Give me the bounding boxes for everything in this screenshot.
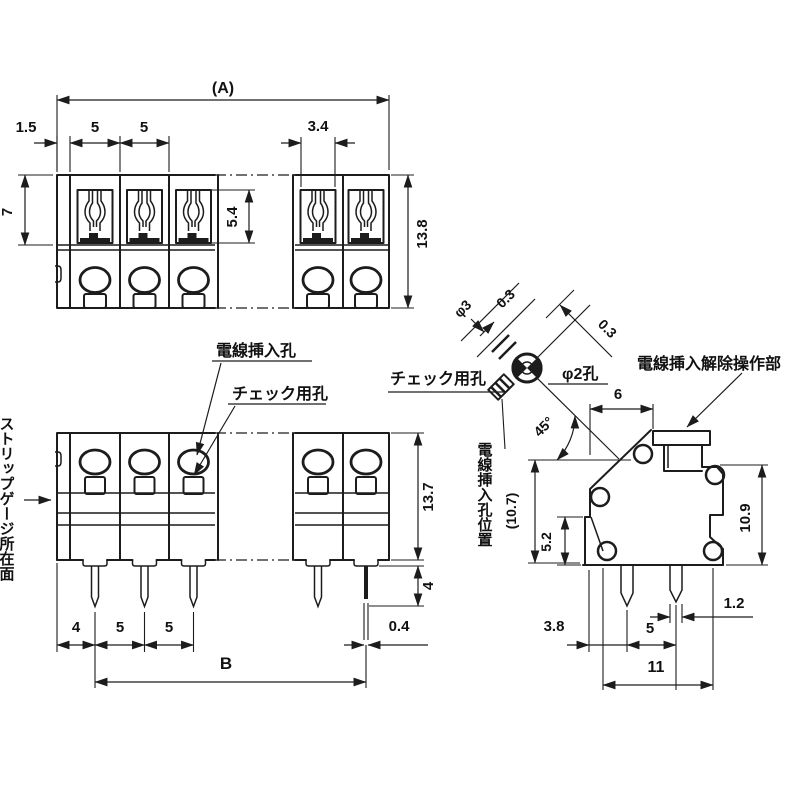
- dim-pitch-a: 5: [91, 119, 99, 136]
- side-notch: [55, 265, 62, 283]
- dim-hole-position-height: (10.7): [503, 493, 519, 530]
- body-hole: [702, 540, 724, 562]
- label-phi2-hole: φ2孔: [562, 365, 598, 383]
- dim-pin-offset: 4: [72, 619, 81, 636]
- front-view: (A) 1.5 5 5 3.4 7 5.4 13.8: [0, 80, 431, 310]
- dim-plan-height: 13.7: [420, 482, 437, 511]
- label-release-part: 電線挿入解除操作部: [637, 354, 781, 373]
- dim-boss-dia: φ3: [451, 296, 475, 320]
- dim-upper-height: 7: [0, 208, 16, 216]
- dim-edge-offset: 1.5: [16, 119, 37, 136]
- check-hole-symbol: [487, 373, 515, 401]
- release-button-cap: [652, 430, 711, 446]
- label-strip-gauge-face: ストリップゲージ所在面: [0, 416, 15, 582]
- dim-pin-thickness: 0.4: [389, 618, 411, 635]
- dim-side-pin-width: 1.2: [724, 595, 745, 612]
- dim-pin-span: B: [220, 654, 232, 673]
- dim-pitch-b: 5: [140, 119, 148, 136]
- dim-window-height: 5.4: [224, 206, 241, 228]
- label-check-hole-side: チェック用孔: [390, 370, 486, 388]
- dim-pin-length: 4: [420, 581, 437, 590]
- dim-chamfer-angle: 45°: [530, 413, 556, 439]
- dim-body-height: 10.9: [737, 503, 754, 532]
- body-hole: [632, 443, 654, 465]
- release-button-body: [663, 444, 703, 472]
- dim-pin-pitch-b: 5: [165, 619, 173, 636]
- body-hole: [704, 464, 726, 486]
- side-view: φ3 0.3 0.3 φ2孔 チェック用孔 45° 6 電線挿入解除操作部 電線…: [388, 282, 781, 690]
- label-wire-hole-position: 電線挿入孔位置: [476, 442, 493, 547]
- solder-pin: [669, 565, 683, 604]
- dim-window-width: 3.4: [308, 118, 330, 135]
- label-check-hole: チェック用孔: [232, 385, 328, 403]
- dim-overall-width: (A): [212, 80, 234, 97]
- side-notch: [55, 451, 62, 467]
- dim-side-pin-offset: 3.8: [544, 618, 565, 635]
- dim-offset-a: 0.3: [493, 286, 518, 311]
- dim-side-pin-pitch: 5: [646, 620, 654, 637]
- dim-chamfer-width: 6: [614, 386, 622, 403]
- body-hole: [596, 540, 618, 562]
- dim-total-height: 13.8: [414, 219, 431, 248]
- plan-view: 電線挿入孔 チェック用孔 ストリップゲージ所在面 13.7 4 4 5 5 0.…: [0, 341, 437, 688]
- label-wire-insertion-hole: 電線挿入孔: [216, 341, 296, 360]
- solder-pin: [620, 565, 634, 608]
- dim-step-height: 5.2: [538, 532, 554, 552]
- dim-pin-pitch-a: 5: [116, 619, 124, 636]
- body-hole: [589, 486, 611, 508]
- dim-offset-b: 0.3: [595, 316, 620, 341]
- dim-body-width: 11: [648, 659, 665, 676]
